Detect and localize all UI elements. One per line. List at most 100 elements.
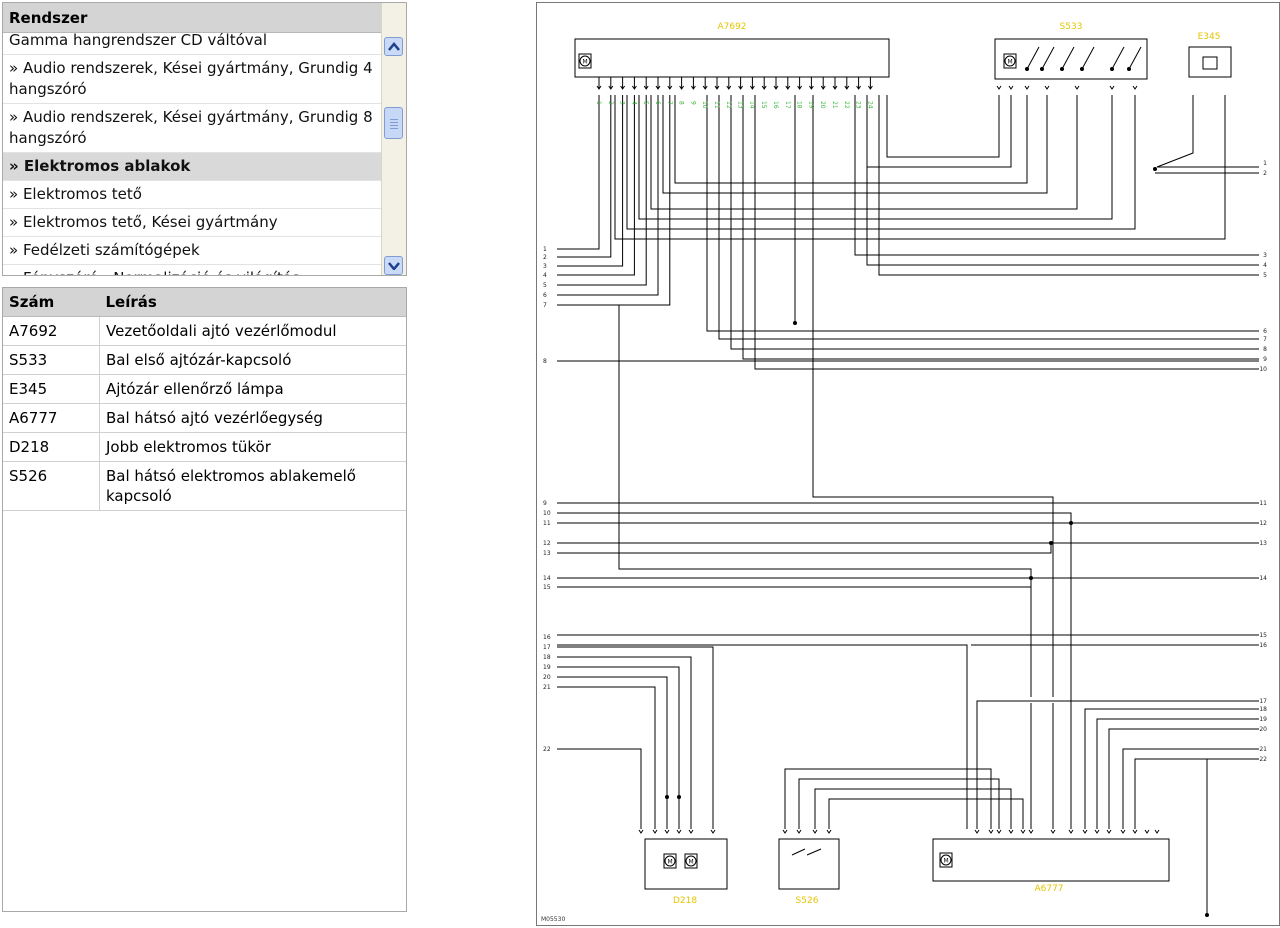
wire bbox=[557, 676, 668, 829]
left-connector-number: 9 bbox=[543, 500, 547, 507]
right-connector-number: 9 bbox=[1263, 356, 1267, 363]
system-list-item[interactable]: Gamma hangrendszer CD váltóval bbox=[3, 33, 384, 55]
splice-point bbox=[665, 795, 669, 799]
wire bbox=[557, 512, 1259, 524]
connector-mark bbox=[1050, 829, 1056, 834]
wire bbox=[626, 95, 1136, 230]
scroll-down-button[interactable] bbox=[384, 256, 403, 275]
connector-mark bbox=[1024, 85, 1030, 90]
pin-label: 19 bbox=[807, 101, 814, 109]
pin-label: 18 bbox=[796, 101, 803, 109]
switch-contact bbox=[1026, 46, 1040, 70]
left-connector-number: 20 bbox=[543, 674, 551, 681]
connector-mark bbox=[844, 85, 850, 90]
wire bbox=[557, 95, 612, 258]
wire bbox=[557, 95, 671, 306]
component-number: S533 bbox=[3, 345, 100, 375]
right-connector-number: 1 bbox=[1263, 160, 1267, 167]
wire bbox=[1134, 758, 1259, 829]
wire bbox=[730, 95, 1259, 350]
wire bbox=[754, 95, 1259, 370]
wire bbox=[814, 788, 1012, 829]
connector-mark bbox=[620, 85, 626, 90]
system-list-item[interactable]: » Elektromos ablakok bbox=[3, 153, 384, 181]
scroll-up-button[interactable] bbox=[384, 37, 403, 56]
connector-mark bbox=[726, 85, 732, 90]
component-label: S526 bbox=[796, 896, 819, 906]
splice-point bbox=[677, 795, 681, 799]
left-connector-number: 19 bbox=[543, 664, 551, 671]
pin-label: 23 bbox=[855, 101, 862, 109]
connector-mark bbox=[1008, 829, 1014, 834]
connector-mark bbox=[738, 85, 744, 90]
left-connector-number: 2 bbox=[543, 254, 547, 261]
connector-mark bbox=[676, 829, 682, 834]
right-connector-number: 6 bbox=[1263, 328, 1267, 335]
scrollbar-thumb[interactable] bbox=[384, 107, 403, 139]
svg-text:M: M bbox=[944, 858, 949, 865]
chevron-down-icon bbox=[388, 262, 400, 270]
connector-mark bbox=[1044, 85, 1050, 90]
motor-icon: M bbox=[939, 852, 953, 868]
motor-icon: M bbox=[663, 853, 677, 869]
pin-label: 24 bbox=[866, 101, 873, 109]
left-connector-number: 4 bbox=[543, 272, 547, 279]
component-description: Bal hátsó elektromos ablakemelő kapcsoló bbox=[99, 461, 406, 511]
connector-mark bbox=[710, 829, 716, 834]
wire bbox=[706, 95, 1259, 332]
system-list-item[interactable]: » Audio rendszerek, Kései gyártmány, Gru… bbox=[3, 104, 384, 153]
wire bbox=[1096, 718, 1259, 829]
left-connector-number: 1 bbox=[543, 246, 547, 253]
pin-label: 10 bbox=[701, 101, 708, 109]
system-list: Gamma hangrendszer CD váltóval» Audio re… bbox=[3, 33, 384, 275]
wire bbox=[828, 798, 1024, 829]
chevron-up-icon bbox=[388, 42, 400, 51]
system-list-item[interactable]: » Elektromos tető bbox=[3, 181, 384, 209]
switch-contact bbox=[1111, 46, 1125, 70]
connector-mark bbox=[608, 85, 614, 90]
right-connector-number: 12 bbox=[1259, 520, 1267, 527]
wire bbox=[812, 95, 1054, 697]
svg-text:M: M bbox=[583, 59, 588, 66]
wire bbox=[1122, 748, 1259, 829]
left-connector-number: 13 bbox=[543, 550, 551, 557]
system-list-panel: Rendszer Gamma hangrendszer CD váltóval»… bbox=[2, 2, 407, 276]
system-list-scrollbar[interactable] bbox=[381, 3, 406, 275]
wire bbox=[638, 95, 1113, 220]
wire bbox=[557, 95, 635, 276]
left-connector-number: 21 bbox=[543, 684, 551, 691]
component-number: S526 bbox=[3, 461, 100, 511]
pin-label: 2 bbox=[607, 101, 614, 105]
pin-label: 16 bbox=[772, 101, 779, 109]
pin-label: 17 bbox=[784, 101, 791, 109]
component-description: Jobb elektromos tükör bbox=[99, 432, 406, 462]
wire bbox=[557, 95, 647, 286]
connector-mark bbox=[867, 85, 873, 90]
system-list-item[interactable]: » Elektromos tető, Kései gyártmány bbox=[3, 209, 384, 237]
component-outline bbox=[932, 838, 1170, 882]
pin-label: 20 bbox=[819, 101, 826, 109]
wire bbox=[557, 95, 600, 250]
splice-point bbox=[1205, 913, 1209, 917]
connector-mark bbox=[1028, 829, 1034, 834]
connector-mark bbox=[761, 85, 767, 90]
connector-mark bbox=[667, 85, 673, 90]
component-number: D218 bbox=[3, 432, 100, 462]
splice-point bbox=[1153, 167, 1157, 171]
component-label: A7692 bbox=[717, 22, 746, 32]
connector-mark bbox=[652, 829, 658, 834]
connector-mark bbox=[1132, 85, 1138, 90]
component-label: E345 bbox=[1198, 32, 1221, 42]
drawing-number: M05530 bbox=[541, 916, 565, 923]
system-list-item[interactable]: » Fedélzeti számítógépek bbox=[3, 237, 384, 265]
switch-contact bbox=[1041, 46, 1055, 70]
right-connector-number: 5 bbox=[1263, 272, 1267, 279]
connector-mark bbox=[1074, 85, 1080, 90]
system-list-item[interactable]: » Audio rendszerek, Kései gyártmány, Gru… bbox=[3, 55, 384, 104]
component-number: A7692 bbox=[3, 316, 100, 346]
right-connector-number: 21 bbox=[1259, 746, 1267, 753]
system-list-item[interactable]: » Fényszóró - Normalizáció és világítás bbox=[3, 265, 384, 275]
